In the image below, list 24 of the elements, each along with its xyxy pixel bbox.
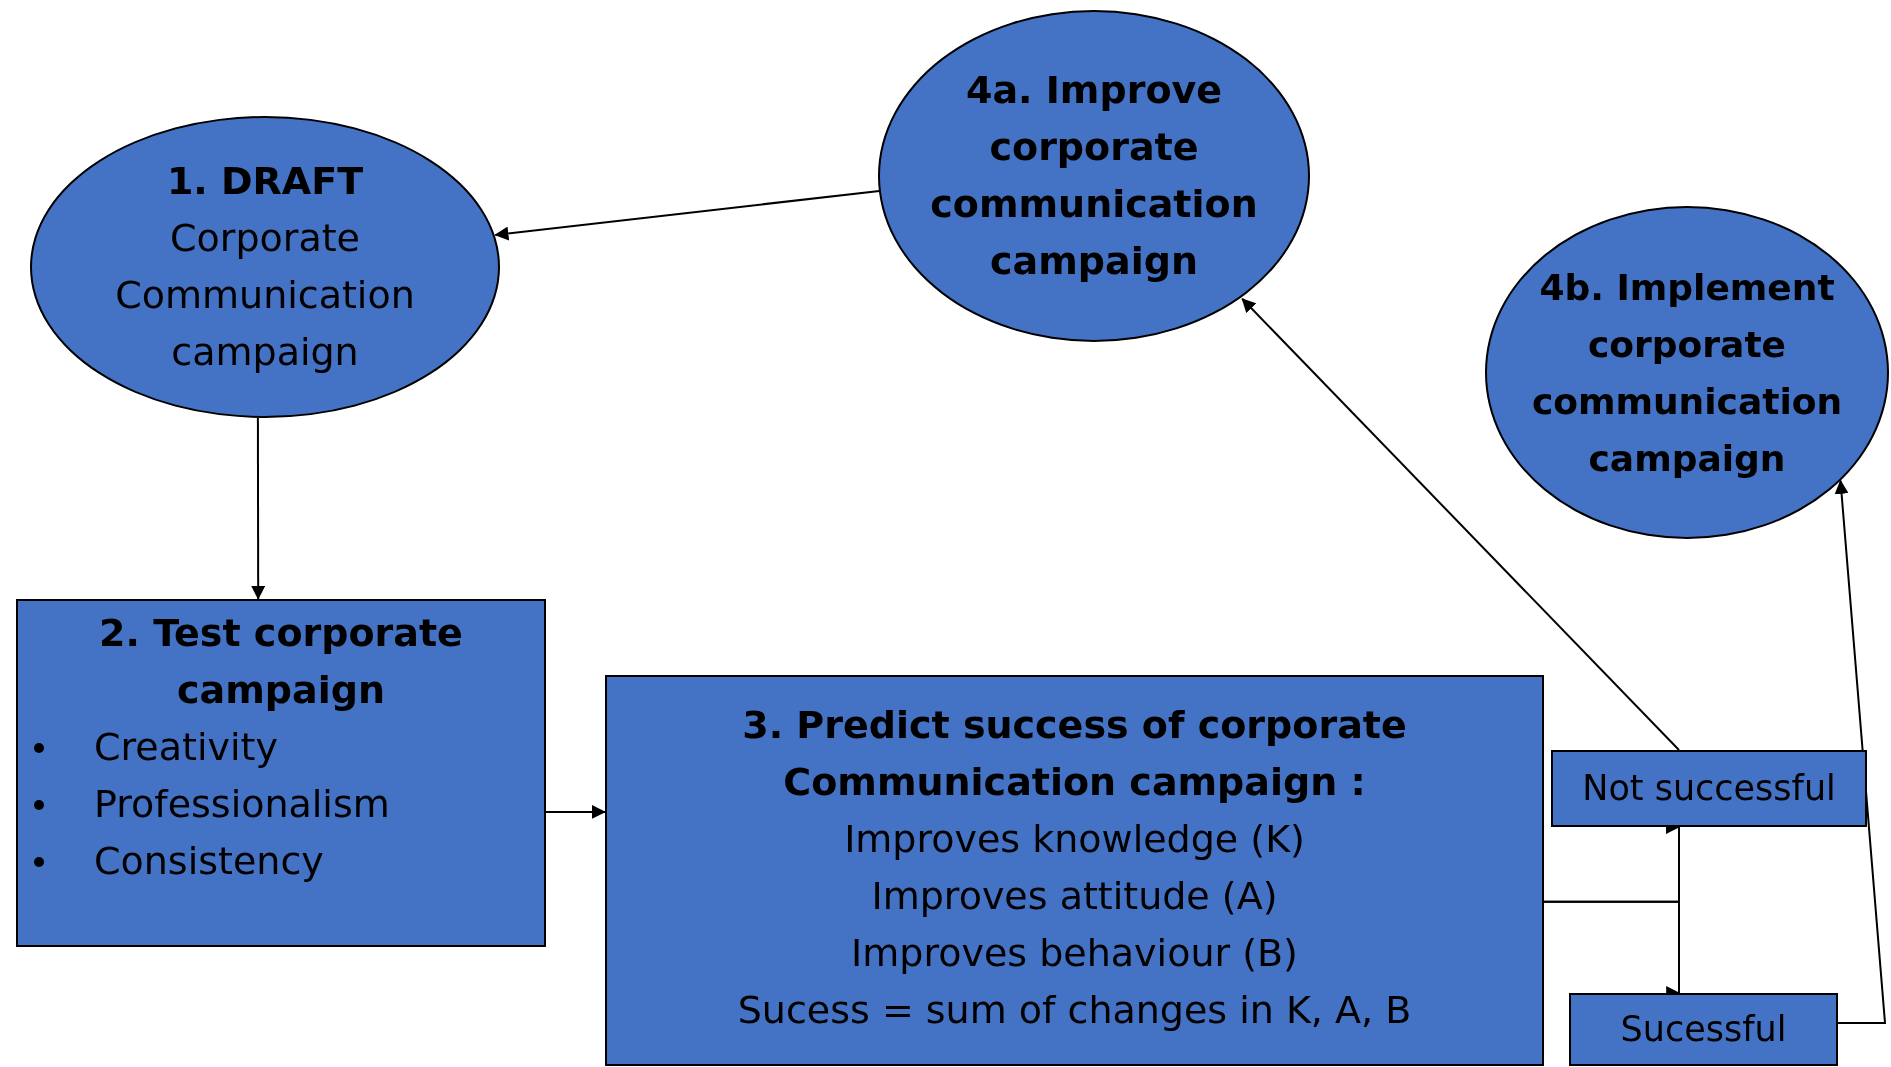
node-text: Sucess = sum of changes in K, A, B bbox=[737, 987, 1412, 1034]
arrow bbox=[545, 804, 606, 819]
node-text: Corporate Communication campaign bbox=[114, 215, 416, 376]
arrow bbox=[494, 189, 881, 241]
node-text: Improves attitude (A) bbox=[871, 873, 1278, 920]
node-heading: 4a. Improve corporate communication campaign bbox=[929, 67, 1259, 285]
node-text: Improves knowledge (K) bbox=[844, 816, 1305, 863]
bullet-item: Professionalism bbox=[94, 781, 390, 828]
bullet-item: Consistency bbox=[94, 838, 324, 885]
arrow bbox=[1834, 479, 1887, 1024]
arrow bbox=[251, 417, 266, 600]
node-text: Improves behaviour (B) bbox=[851, 930, 1298, 977]
process-box bbox=[16, 599, 546, 947]
node-text: Sucessful bbox=[1620, 1008, 1787, 1051]
node-heading: 2. Test corporate campaign bbox=[98, 610, 464, 714]
process-box bbox=[605, 675, 1544, 1066]
outcome-box bbox=[1569, 993, 1838, 1066]
node-heading: 4b. Implement corporate communication campaign bbox=[1530, 265, 1844, 481]
arrow bbox=[1241, 297, 1680, 751]
bullet-item: Creativity bbox=[94, 724, 278, 771]
node-text: Not successful bbox=[1582, 767, 1836, 810]
node-heading: 1. DRAFT bbox=[166, 158, 364, 205]
outcome-box bbox=[1551, 750, 1867, 827]
node-heading: 3. Predict success of corporate Communication campaign : bbox=[741, 702, 1408, 806]
